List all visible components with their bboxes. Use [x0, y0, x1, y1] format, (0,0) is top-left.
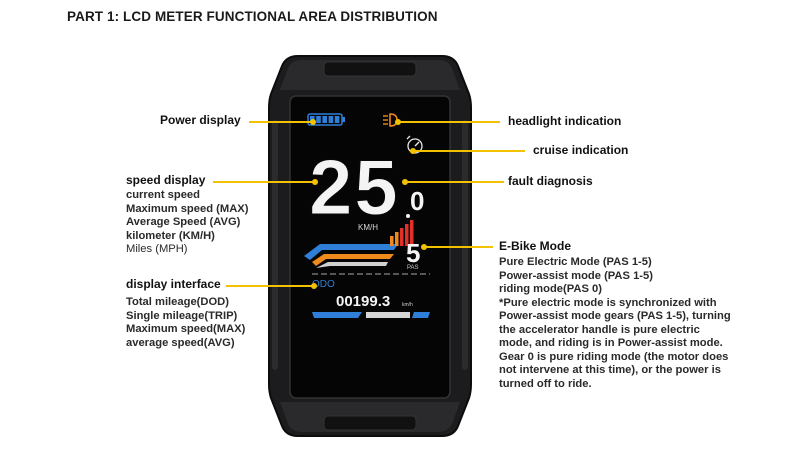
- assist-segment: [395, 232, 399, 246]
- speed-display-block: speed display current speed Maximum spee…: [126, 173, 248, 257]
- assist-segment: [405, 224, 409, 246]
- battery-cell: [316, 116, 321, 123]
- leader-fault: [405, 181, 504, 183]
- speed-display-heading: speed display: [126, 173, 206, 187]
- assist-segment: [410, 220, 414, 246]
- leader-headlight: [398, 121, 500, 123]
- odo-label: ODO: [312, 279, 335, 290]
- label-cruise: cruise indication: [533, 143, 629, 157]
- ebike-item: mode, and riding is in Power-assist mode…: [499, 337, 723, 349]
- odo-unit: km/h: [402, 302, 413, 308]
- interface-item: Maximum speed(MAX): [126, 323, 246, 335]
- interface-item: Single mileage(TRIP): [126, 309, 238, 322]
- speed-unit: KM/H: [358, 223, 378, 232]
- speed-decimal: 0: [410, 186, 424, 216]
- bottom-status-bar: [312, 312, 430, 318]
- leader-power: [249, 121, 313, 123]
- odo-value: 00199.3: [336, 293, 390, 310]
- assist-segment: [390, 236, 394, 246]
- lcd-screen: 25 0 KM/H 5 PAS ODO 00199.3 km/h: [304, 113, 430, 318]
- ebike-item: not intervene at this time), or the powe…: [499, 364, 721, 376]
- ebike-mode-block: E-Bike Mode Pure Electric Mode (PAS 1-5)…: [499, 239, 731, 391]
- leader-ebike: [424, 246, 493, 248]
- ebike-item: *Pure electric mode is synchronized with: [499, 296, 717, 309]
- decimal-point: [406, 214, 410, 218]
- ebike-item: Pure Electric Mode (PAS 1-5): [499, 256, 652, 268]
- leader-speed: [213, 181, 315, 183]
- label-headlight: headlight indication: [508, 114, 622, 128]
- page-title: PART 1: LCD METER FUNCTIONAL AREA DISTRI…: [67, 9, 438, 24]
- label-fault: fault diagnosis: [508, 174, 593, 188]
- pas-label: PAS: [407, 265, 419, 271]
- display-interface-block: display interface Total mileage(DOD) Sin…: [126, 277, 245, 350]
- display-interface-heading: display interface: [126, 277, 221, 291]
- speed-item: kilometer (KM/H): [126, 229, 215, 242]
- leader-interface: [226, 285, 314, 287]
- assist-segment: [400, 228, 404, 246]
- ebike-item: riding mode(PAS 0): [499, 283, 602, 295]
- ebike-item: the accelerator handle is pure electric: [499, 323, 700, 336]
- ebike-item: Gear 0 is pure riding mode (the motor do…: [499, 350, 729, 363]
- headlight-icon: [383, 113, 398, 127]
- ebike-mode-heading: E-Bike Mode: [499, 239, 572, 253]
- ebike-item: turned off to ride.: [499, 377, 592, 390]
- interface-item: average speed(AVG): [126, 336, 235, 349]
- label-power-display: Power display: [160, 113, 241, 127]
- speed-item: Miles (MPH): [126, 243, 188, 255]
- power-bar-graph: [304, 220, 414, 268]
- ebike-item: Power-assist mode gears (PAS 1-5), turni…: [499, 310, 731, 322]
- interface-item: Total mileage(DOD): [126, 296, 229, 308]
- speed-item: Maximum speed (MAX): [126, 202, 249, 215]
- pas-level: 5: [406, 238, 420, 268]
- speed-value: 25: [309, 143, 400, 231]
- leader-cruise: [413, 150, 525, 152]
- battery-cell: [334, 116, 340, 123]
- ebike-item: Power-assist mode (PAS 1-5): [499, 269, 653, 282]
- speed-item: Average Speed (AVG): [126, 216, 241, 228]
- battery-cell: [328, 116, 334, 123]
- speed-item: current speed: [126, 189, 200, 201]
- battery-cell: [322, 116, 327, 123]
